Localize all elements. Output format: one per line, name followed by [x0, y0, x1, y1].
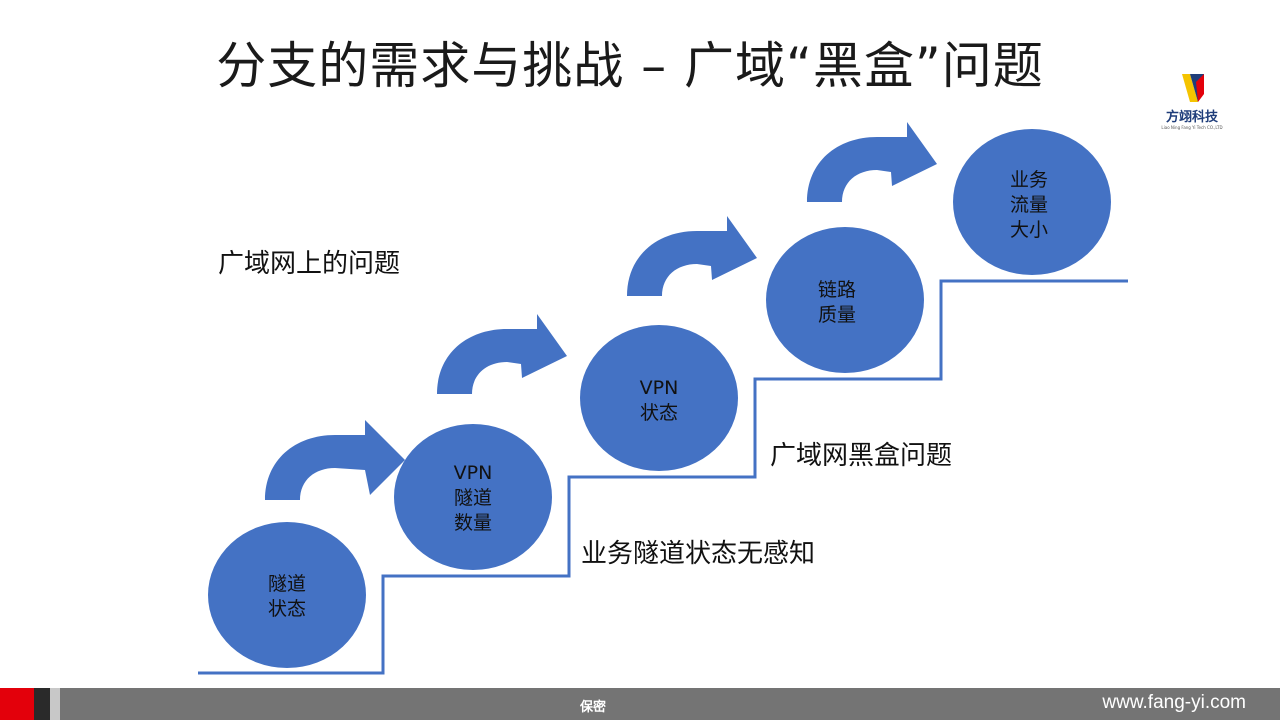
curved-arrow-icon — [627, 216, 757, 296]
footer-red-block — [0, 688, 34, 720]
step-5-label: 业务流量大小 — [1009, 169, 1048, 241]
label-wan-blackbox: 广域网黑盒问题 — [770, 441, 953, 471]
step-1-label: 隧道状态 — [267, 573, 306, 620]
slide-title: 分支的需求与挑战 – 广域“黑盒”问题 — [216, 37, 1044, 95]
footer-dark-block — [34, 688, 50, 720]
step-circle-5 — [953, 129, 1111, 275]
step-circle-2 — [394, 424, 552, 570]
step-circle-4 — [766, 227, 924, 373]
step-4-label: 链路质量 — [817, 279, 856, 326]
step-circle-3 — [580, 325, 738, 471]
label-tunnel-unaware: 业务隧道状态无感知 — [581, 539, 816, 569]
staircase-line — [198, 279, 1128, 675]
curved-arrow-icon — [437, 314, 567, 394]
step-circle-1 — [208, 522, 366, 668]
logo-subtitle: Liao Ning Fang Yi Tech CO.,LTD — [1161, 125, 1223, 130]
staircase-diagram — [198, 122, 1128, 675]
label-wan-issues: 广域网上的问题 — [218, 249, 401, 279]
footer-light-block — [50, 688, 60, 720]
logo-name: 方翊科技 — [1165, 110, 1218, 125]
footer-bar: 保密 www.fang-yi.com — [0, 688, 1280, 720]
footer-url[interactable]: www.fang-yi.com — [1102, 692, 1246, 713]
curved-arrow-icon — [807, 122, 937, 202]
curved-arrow-icon — [265, 420, 405, 500]
logo-mark-icon — [1182, 74, 1204, 102]
footer-confidential: 保密 — [579, 700, 606, 715]
company-logo: 方翊科技 Liao Ning Fang Yi Tech CO.,LTD — [1152, 72, 1232, 136]
